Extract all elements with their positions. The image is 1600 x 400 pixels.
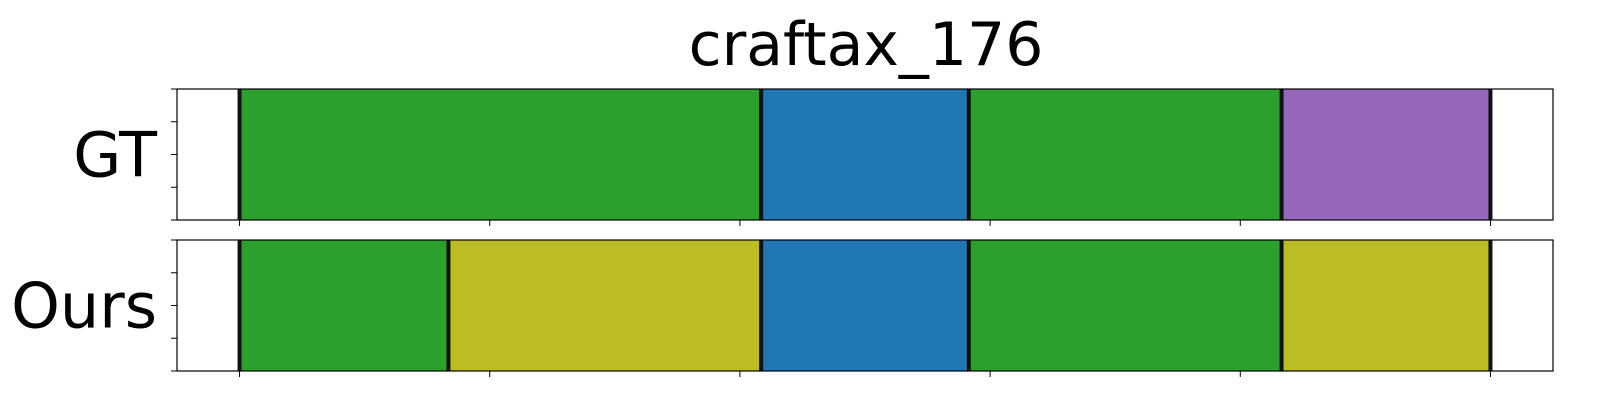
segment-0-1 [761, 89, 969, 220]
segment-1-0 [239, 240, 449, 371]
row-label-0: GT [73, 119, 158, 192]
segment-1-4 [1281, 240, 1491, 371]
segment-1-1 [448, 240, 762, 371]
row-label-1: Ours [11, 270, 157, 343]
rows-layer: GT Ours [11, 88, 1554, 377]
segment-0-3 [1281, 89, 1491, 220]
segment-1-2 [761, 240, 969, 371]
row-0: GT [73, 88, 1554, 226]
segment-0-0 [239, 89, 762, 220]
segment-1-3 [968, 240, 1282, 371]
row-1: Ours [11, 239, 1554, 377]
chart-title: craftax_176 [689, 10, 1044, 80]
segment-0-2 [968, 89, 1282, 220]
